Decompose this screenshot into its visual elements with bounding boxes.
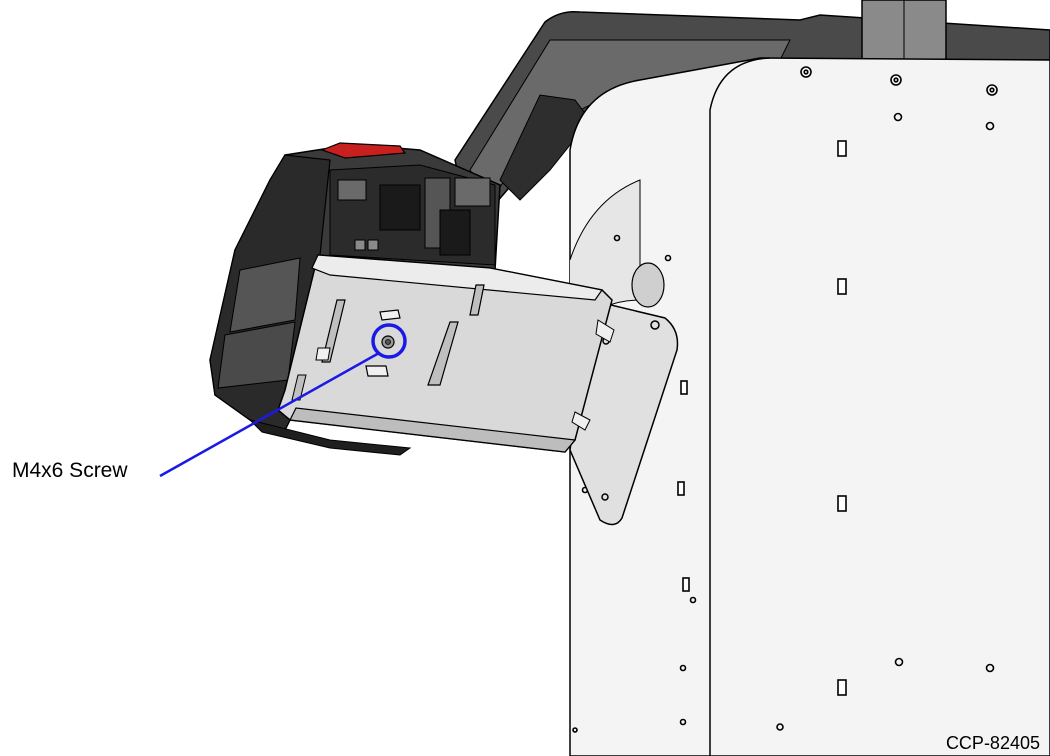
panel-slots xyxy=(677,140,847,696)
peripheral-device xyxy=(209,142,501,456)
mounting-bracket xyxy=(277,254,615,453)
callout-label: M4x6 Screw xyxy=(12,459,128,482)
stand-panel xyxy=(569,57,1050,756)
screw-callout xyxy=(159,323,407,478)
stand-post xyxy=(861,0,947,69)
figure-id: CCP-82405 xyxy=(945,733,1040,753)
